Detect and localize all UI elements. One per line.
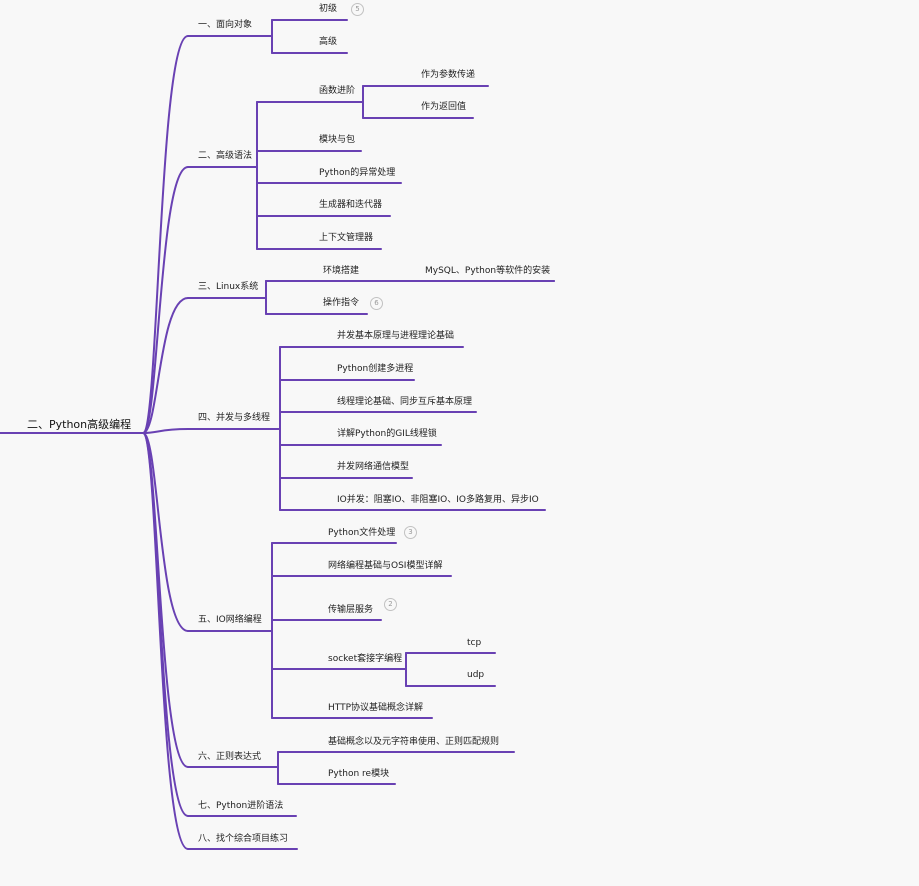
edge-root-b8 (142, 432, 189, 850)
root-node[interactable]: 二、Python高级编程 (27, 418, 132, 431)
node-regex-basics[interactable]: 基础概念以及元字符串使用、正则匹配规则 (328, 737, 500, 747)
edge-root-b1 (142, 35, 189, 434)
count-badge[interactable]: 3 (404, 526, 417, 539)
edge-root-b5 (142, 432, 189, 632)
node-io-network[interactable]: 五、IO网络编程 (198, 615, 262, 625)
node-osi-model[interactable]: 网络编程基础与OSI模型详解 (328, 561, 443, 571)
node-udp[interactable]: udp (467, 670, 485, 680)
node-oop-advanced[interactable]: 高级 (319, 37, 338, 47)
node-commands[interactable]: 操作指令 (323, 298, 360, 308)
node-re-module[interactable]: Python re模块 (328, 769, 390, 779)
node-http[interactable]: HTTP协议基础概念详解 (328, 703, 424, 713)
node-function-advanced[interactable]: 函数进阶 (319, 86, 356, 96)
node-tcp[interactable]: tcp (467, 638, 482, 648)
node-project-practice[interactable]: 八、找个综合项目练习 (198, 834, 289, 844)
node-process-theory[interactable]: 并发基本原理与进程理论基础 (337, 331, 455, 341)
node-oop-basic[interactable]: 初级 (319, 4, 338, 14)
node-exception-handling[interactable]: Python的异常处理 (319, 168, 396, 178)
node-env-setup[interactable]: 环境搭建 (323, 266, 360, 276)
count-badge[interactable]: 6 (370, 297, 383, 310)
node-io-concurrency[interactable]: IO并发：阻塞IO、非阻塞IO、IO多路复用、异步IO (337, 495, 539, 505)
node-generators-iterators[interactable]: 生成器和迭代器 (319, 200, 383, 210)
node-software-install[interactable]: MySQL、Python等软件的安装 (425, 266, 551, 276)
node-linux[interactable]: 三、Linux系统 (198, 282, 259, 292)
node-context-manager[interactable]: 上下文管理器 (319, 233, 374, 243)
node-network-model[interactable]: 并发网络通信模型 (337, 462, 410, 472)
edge-root-b3 (142, 297, 189, 434)
node-oop[interactable]: 一、面向对象 (198, 20, 253, 30)
edge-root-b2 (142, 166, 189, 434)
node-advanced-syntax[interactable]: 二、高级语法 (198, 151, 253, 161)
node-socket[interactable]: socket套接字编程 (328, 654, 403, 664)
node-file-handling[interactable]: Python文件处理 (328, 528, 396, 538)
node-concurrency[interactable]: 四、并发与多线程 (198, 413, 271, 423)
node-advanced-python-syntax[interactable]: 七、Python进阶语法 (198, 801, 284, 811)
edge-root-b4 (142, 428, 189, 434)
node-thread-theory[interactable]: 线程理论基础、同步互斥基本原理 (337, 397, 473, 407)
count-badge[interactable]: 2 (384, 598, 397, 611)
node-regex[interactable]: 六、正则表达式 (198, 752, 262, 762)
count-badge[interactable]: 5 (351, 3, 364, 16)
node-transport-layer[interactable]: 传输层服务 (328, 605, 374, 615)
node-function-as-param[interactable]: 作为参数传递 (421, 70, 476, 80)
node-gil[interactable]: 详解Python的GIL线程锁 (337, 429, 437, 439)
node-multiprocess[interactable]: Python创建多进程 (337, 364, 414, 374)
node-modules-packages[interactable]: 模块与包 (319, 135, 356, 145)
node-function-as-return[interactable]: 作为返回值 (421, 102, 467, 112)
